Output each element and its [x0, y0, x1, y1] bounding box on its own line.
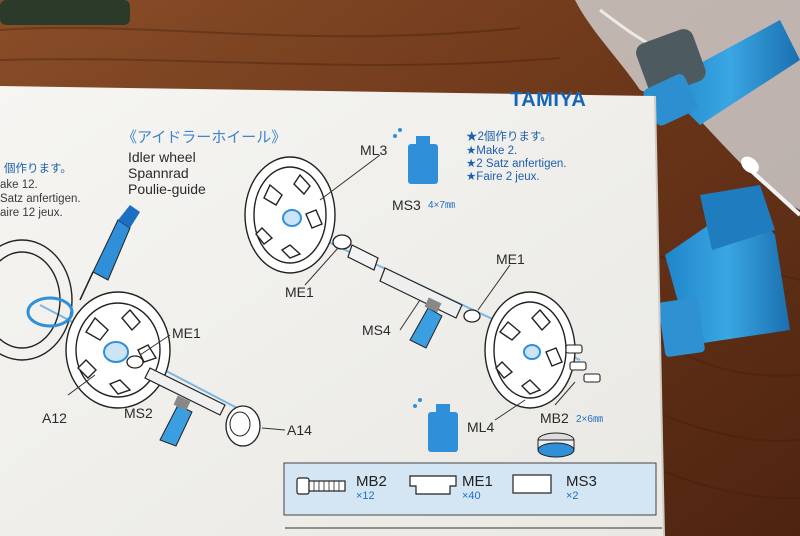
label-ml4: ML4 [467, 419, 495, 435]
section-title-fr: Poulie-guide [128, 181, 206, 197]
left-note-en: ake 12. [0, 179, 38, 191]
right-note-de: ★2 Satz anfertigen. [466, 158, 567, 170]
legend-screw-icon [296, 477, 346, 495]
ml3-wheel-drawing [244, 156, 336, 274]
label-ms3: MS3 [392, 197, 421, 213]
ml4-wheel-drawing [484, 291, 576, 409]
left-wheel-drawing [0, 239, 74, 361]
threadlock-bottle-icon [537, 432, 575, 458]
glue-tube-right-icon [658, 185, 790, 357]
legend-mb2-name: MB2 [356, 473, 387, 490]
section-title-de: Spannrad [128, 165, 189, 181]
oil-can-bottom-icon [413, 398, 458, 452]
grease-tube-icon-right [409, 297, 443, 349]
label-ms4: MS4 [362, 322, 391, 338]
label-ml3: ML3 [360, 142, 388, 158]
legend-mb2-qty: ×12 [356, 490, 375, 502]
label-me1-lower: ME1 [172, 325, 201, 341]
left-note-fr: aire 12 jeux. [0, 207, 63, 219]
a14-cap [225, 405, 261, 447]
glue-tube-top-icon [636, 20, 800, 126]
left-note-de: Satz anfertigen. [0, 193, 81, 205]
label-mb2: MB2 [540, 410, 569, 426]
label-a12: A12 [42, 410, 67, 426]
label-ms2: MS2 [124, 405, 153, 421]
grease-tube-icon-left [159, 395, 193, 447]
label-me1-left: ME1 [285, 284, 314, 300]
legend-me1-qty: ×40 [462, 490, 481, 502]
mb2-screws [565, 344, 601, 383]
me1-washer-left [126, 355, 144, 369]
cotton-swab-icon [741, 156, 800, 217]
legend-me1-name: ME1 [462, 473, 493, 490]
brand-logo: TAMIYA [510, 89, 587, 111]
right-note-en: ★Make 2. [466, 145, 518, 157]
section-title-en: Idler wheel [128, 149, 196, 165]
label-a14: A14 [287, 422, 312, 438]
parts-legend-box [283, 462, 657, 516]
legend-ms3-qty: ×2 [566, 490, 579, 502]
legend-bushing-icon [512, 474, 552, 494]
legend-washer-icon [409, 475, 457, 495]
ms2-shaft [144, 367, 226, 416]
label-me1-right: ME1 [496, 251, 525, 267]
cement-tube-icon [79, 205, 140, 301]
left-note-jp: 個作ります。 [4, 163, 72, 175]
label-ms3-dim: 4×7㎜ [428, 200, 455, 211]
right-note-fr: ★Faire 2 jeux. [466, 171, 540, 183]
right-note-jp: ★2個作ります。 [466, 131, 552, 143]
legend-ms3-name: MS3 [566, 473, 597, 490]
label-mb2-dim: 2×6㎜ [576, 414, 603, 425]
a12-wheel-drawing [65, 291, 171, 409]
section-title-jp: 《アイドラーホイール》 [122, 129, 287, 146]
oil-can-top-icon [393, 128, 438, 184]
